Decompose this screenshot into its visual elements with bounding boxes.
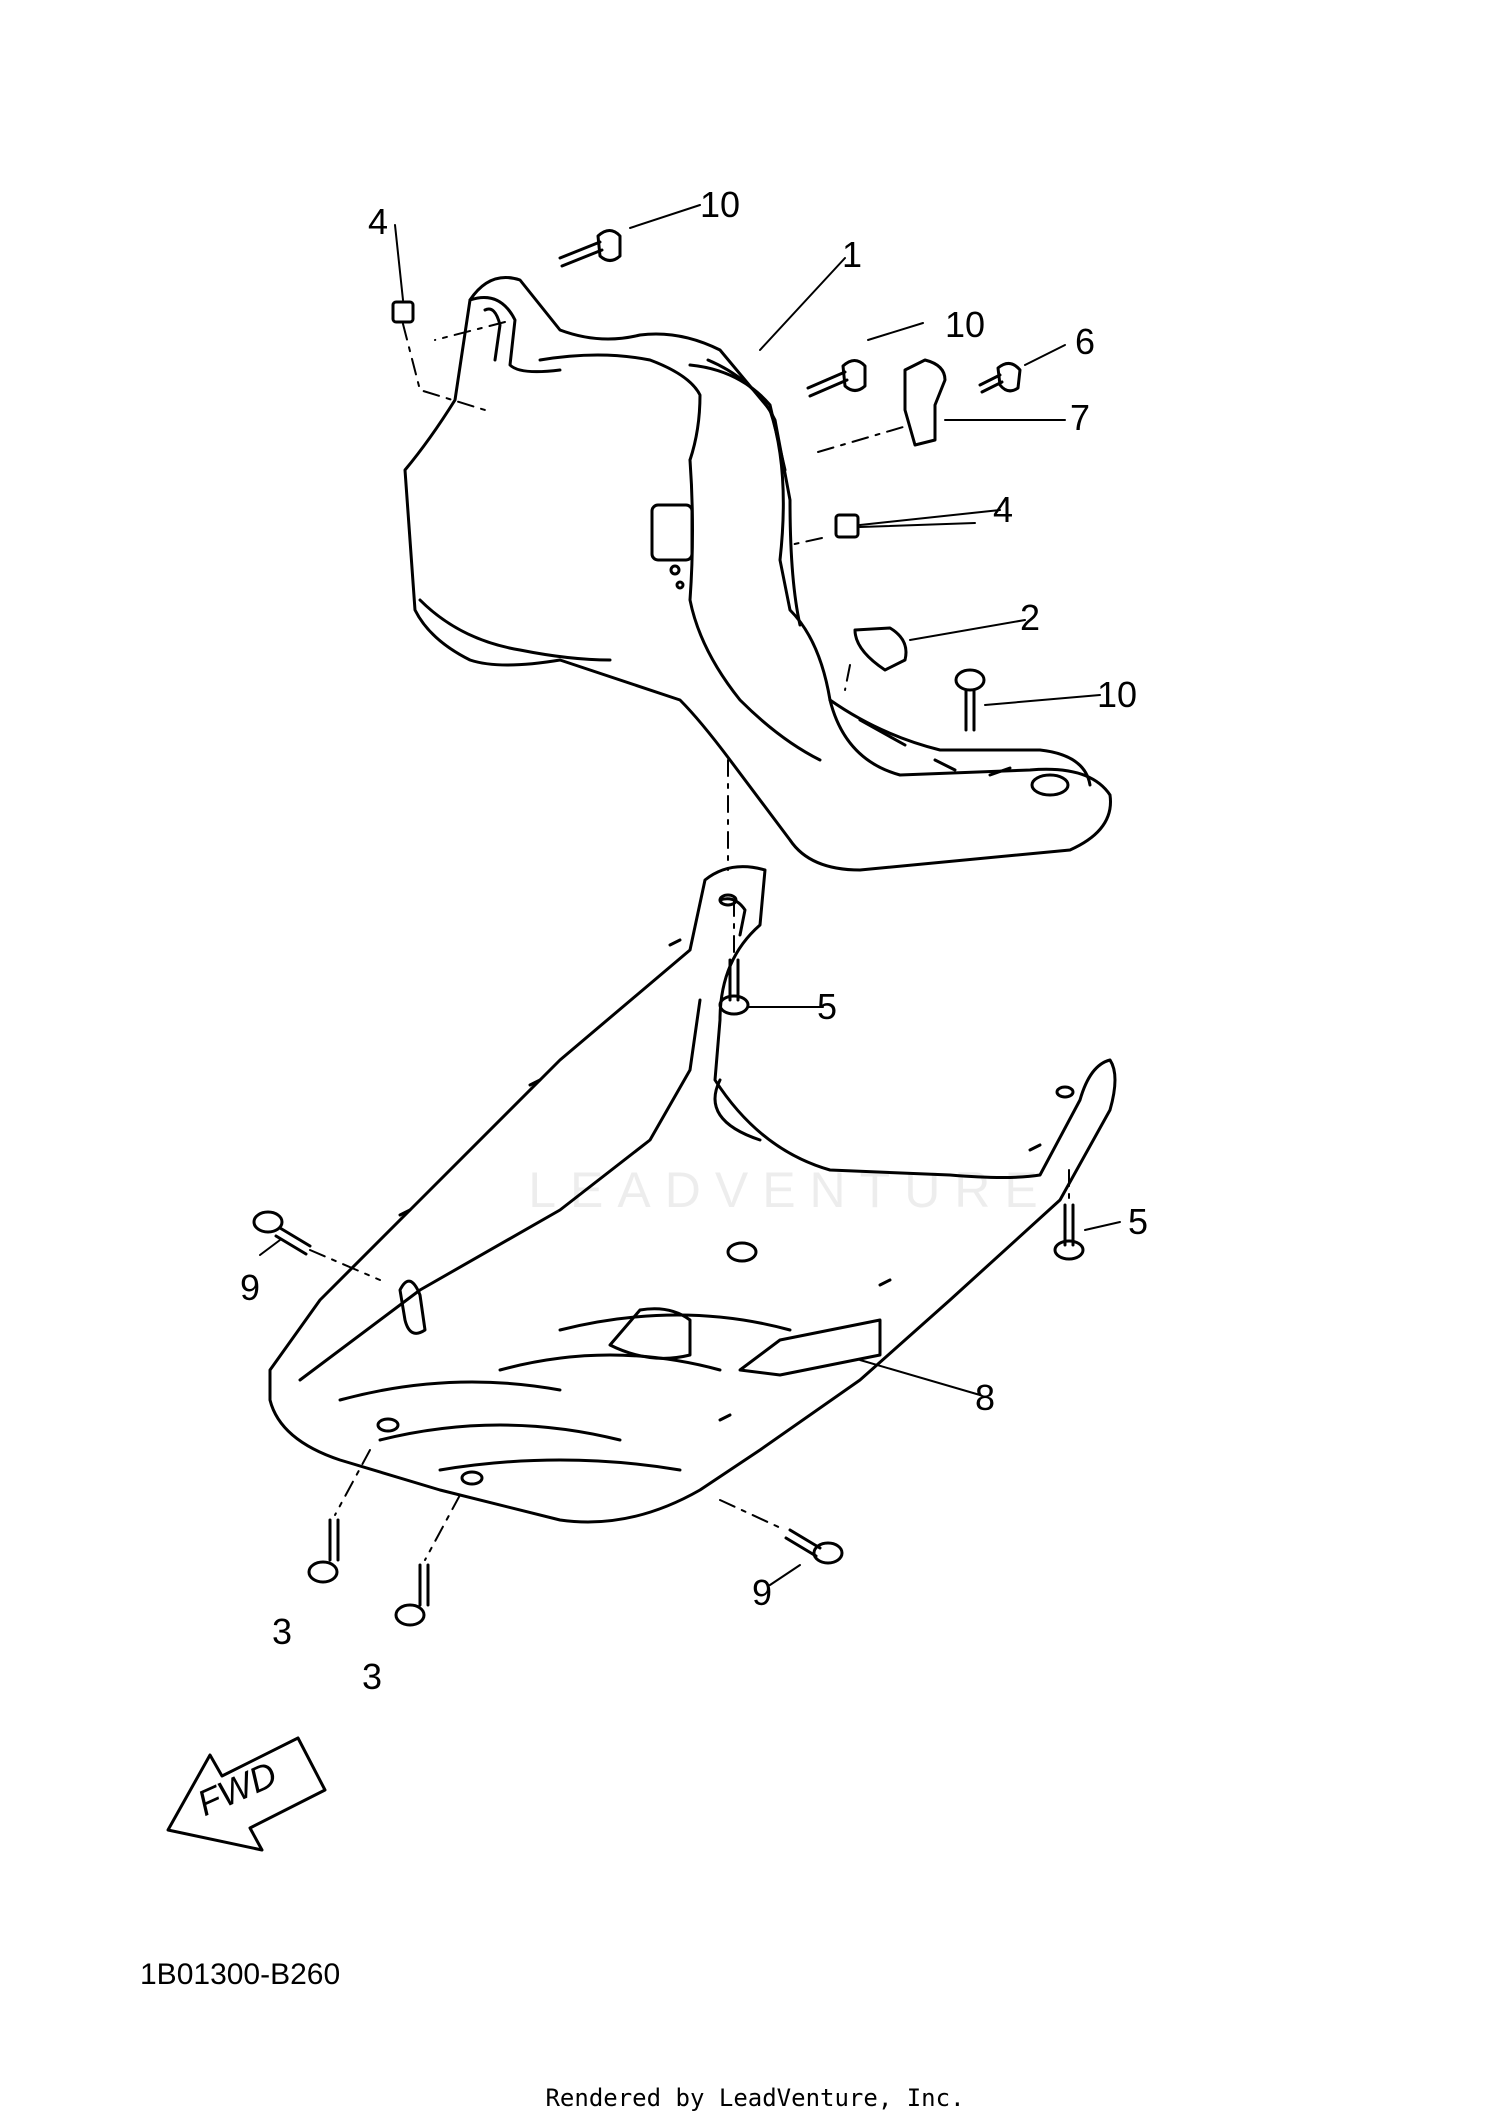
leg-shield-part	[403, 276, 1112, 872]
bracket-part	[903, 358, 947, 447]
screw-10-top	[558, 229, 622, 268]
callout-4-top: 4	[367, 201, 389, 242]
callout-9-right: 9	[751, 1572, 773, 1613]
callout-5-mid: 5	[816, 986, 838, 1027]
footrest-board-part	[268, 865, 1117, 1524]
screw-9-right	[784, 1528, 844, 1565]
screw-6	[978, 362, 1022, 394]
callout-10-lower: 10	[1096, 674, 1138, 715]
leader-lines	[259, 204, 1121, 1586]
callout-8: 8	[974, 1377, 996, 1418]
callout-7: 7	[1069, 397, 1091, 438]
clip-4-mid	[834, 513, 860, 539]
assembly-lines	[309, 321, 1070, 1561]
callout-9-left: 9	[239, 1267, 261, 1308]
callout-2: 2	[1019, 597, 1041, 638]
callout-10-top: 10	[699, 184, 741, 225]
plate-part	[853, 626, 908, 672]
fasteners	[252, 229, 1085, 1627]
screw-5-mid	[718, 958, 750, 1016]
callout-10-mid: 10	[944, 304, 986, 345]
screw-3-right	[394, 1563, 430, 1627]
callout-3-left: 3	[271, 1611, 293, 1652]
fwd-arrow	[166, 1736, 327, 1852]
screw-3-left	[307, 1518, 340, 1584]
screw-10-mid	[806, 359, 867, 398]
callout-1: 1	[841, 234, 863, 275]
screw-5-right	[1053, 1203, 1085, 1261]
callout-5-right: 5	[1127, 1201, 1149, 1242]
callout-3-right: 3	[361, 1656, 383, 1697]
screw-10-lower	[954, 668, 986, 732]
screw-9-left	[252, 1210, 312, 1256]
diagram-id-label: 1B01300-B260	[140, 1958, 341, 1991]
callout-4-mid: 4	[992, 489, 1014, 530]
clip-4-top	[391, 300, 415, 324]
callout-6: 6	[1074, 321, 1096, 362]
footer-credit: Rendered by LeadVenture, Inc.	[545, 2084, 965, 2112]
